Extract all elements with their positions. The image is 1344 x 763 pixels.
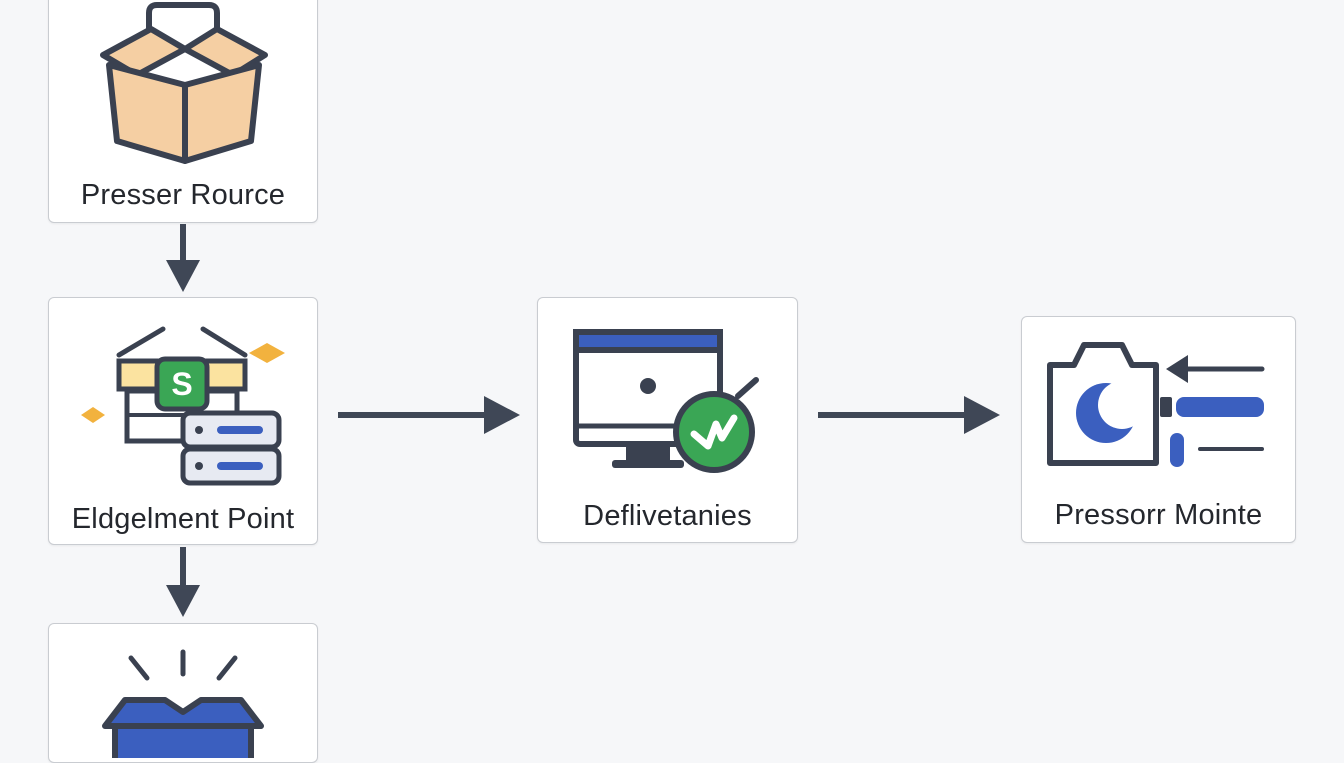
- node-output: [48, 623, 318, 763]
- monitor-check-icon: [573, 329, 759, 473]
- node-label: Eldgelment Point: [71, 503, 295, 535]
- node-pressorr-mointe: Pressorr Mointe: [1021, 316, 1296, 543]
- node-label: Pressorr Mointe: [1054, 499, 1263, 531]
- node-label: Deflivetanies: [583, 500, 752, 532]
- arrow-down-connector: [166, 547, 200, 617]
- arrow-down-connector: [166, 224, 200, 292]
- camera-input-icon: [1047, 342, 1265, 467]
- open-blue-box-icon: [102, 649, 264, 758]
- arrow-right-connector: [338, 396, 520, 434]
- arrow-right-connector: [818, 396, 1000, 434]
- node-deflivetanies: Deflivetanies: [537, 297, 798, 543]
- node-eldgelment-point: S Eldgelment Point: [48, 297, 318, 545]
- svg-text:S: S: [171, 366, 192, 402]
- node-label: Presser Rource: [80, 179, 286, 211]
- server-exchange-icon: S: [81, 326, 285, 486]
- open-box-icon: [100, 2, 268, 164]
- node-presser-rource: Presser Rource: [48, 0, 318, 223]
